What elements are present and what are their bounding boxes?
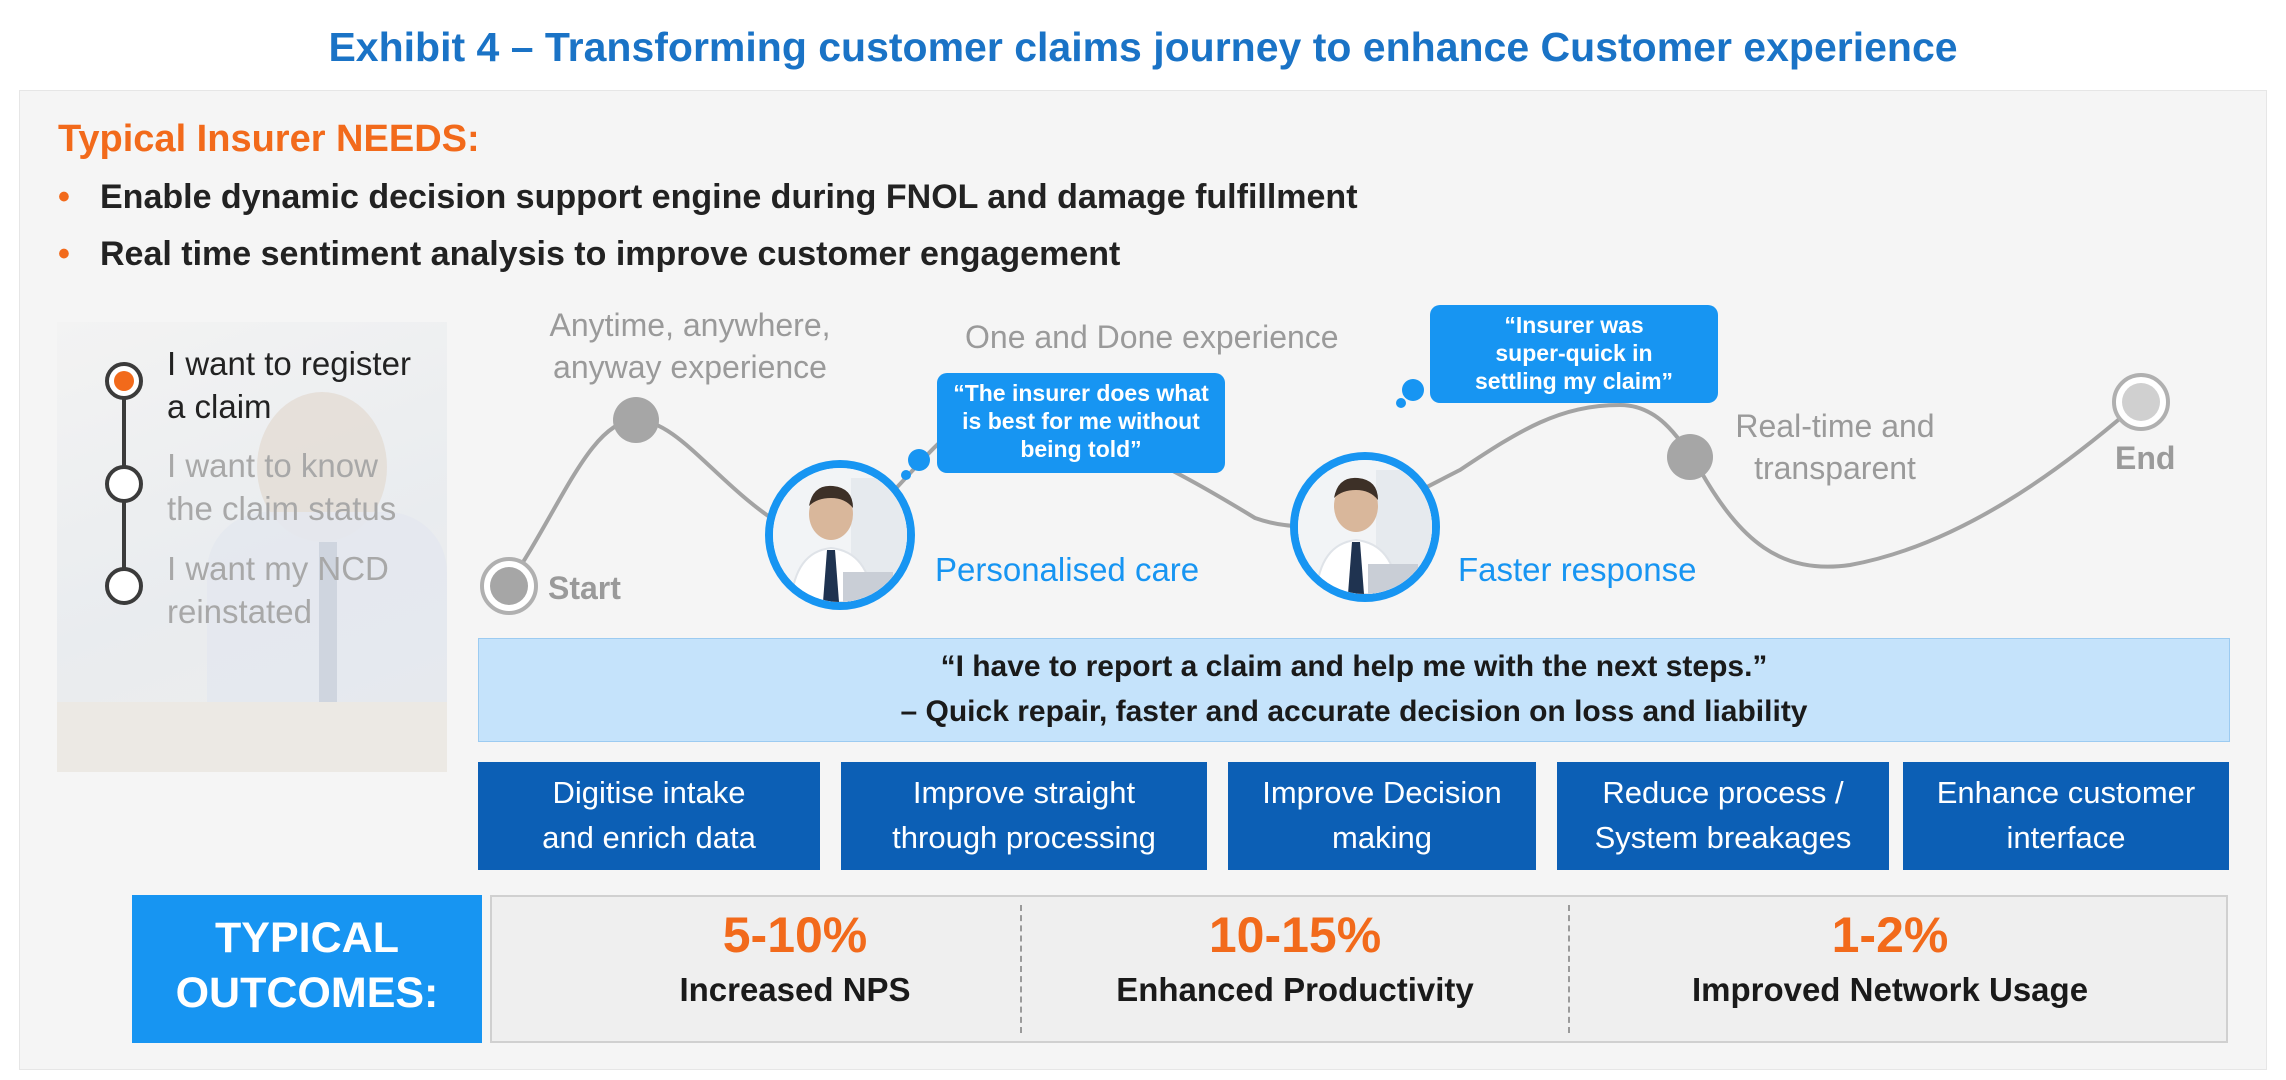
outcome-label: Enhanced Productivity bbox=[1116, 971, 1474, 1008]
bubble-dot bbox=[1402, 379, 1424, 401]
faster-response-label: Faster response bbox=[1458, 551, 1697, 588]
one-and-done-label: One and Done experience bbox=[965, 319, 1339, 355]
outcome-item: 1-2% Improved Network Usage bbox=[1620, 905, 2160, 1015]
anytime-label: Anytime, anywhere,anyway experience bbox=[549, 307, 831, 385]
need-item: • Real time sentiment analysis to improve… bbox=[58, 235, 1120, 274]
needs-heading: Typical Insurer NEEDS: bbox=[58, 118, 480, 160]
customer-avatar bbox=[1290, 452, 1440, 602]
customer-quote-box: “I have to report a claim and help me wi… bbox=[478, 638, 2230, 742]
start-label: Start bbox=[548, 570, 621, 606]
need-item: • Enable dynamic decision support engine … bbox=[58, 178, 1358, 217]
step-1-dot bbox=[105, 362, 143, 400]
exhibit-title: Exhibit 4 – Transforming customer claims… bbox=[328, 24, 1958, 70]
outcome-label: Increased NPS bbox=[679, 971, 911, 1008]
customer-avatar bbox=[765, 460, 915, 610]
outcome-divider bbox=[1568, 905, 1570, 1033]
person-icon bbox=[1298, 460, 1432, 594]
personalised-care-label: Personalised care bbox=[935, 551, 1200, 588]
step-3-dot bbox=[105, 567, 143, 605]
outcome-divider bbox=[1020, 905, 1022, 1033]
bullet-icon: • bbox=[58, 235, 70, 273]
realtime-node bbox=[1667, 434, 1713, 480]
outcome-value: 1-2% bbox=[1831, 907, 1949, 963]
bubble-dot bbox=[908, 449, 930, 471]
need-text: Enable dynamic decision support engine d… bbox=[100, 178, 1358, 216]
quote-line-2: – Quick repair, faster and accurate deci… bbox=[900, 695, 1808, 728]
person-icon bbox=[773, 468, 907, 602]
quote-line-1: “I have to report a claim and help me wi… bbox=[940, 650, 1768, 683]
bullet-icon: • bbox=[58, 178, 70, 216]
background-photo bbox=[57, 322, 447, 772]
outcome-value: 10-15% bbox=[1208, 907, 1382, 963]
anytime-node bbox=[613, 397, 659, 443]
outcome-item: 5-10% Increased NPS bbox=[600, 905, 990, 1015]
step-2-dot bbox=[105, 465, 143, 503]
outcomes-box bbox=[490, 895, 2228, 1043]
need-text: Real time sentiment analysis to improve … bbox=[100, 235, 1121, 273]
outcome-label: Improved Network Usage bbox=[1691, 971, 2089, 1008]
outcome-value: 5-10% bbox=[722, 907, 868, 963]
lever-box: Reduce process /System breakages bbox=[1557, 762, 1889, 870]
end-label: End bbox=[2115, 440, 2176, 476]
outcome-item: 10-15% Enhanced Productivity bbox=[1060, 905, 1530, 1015]
